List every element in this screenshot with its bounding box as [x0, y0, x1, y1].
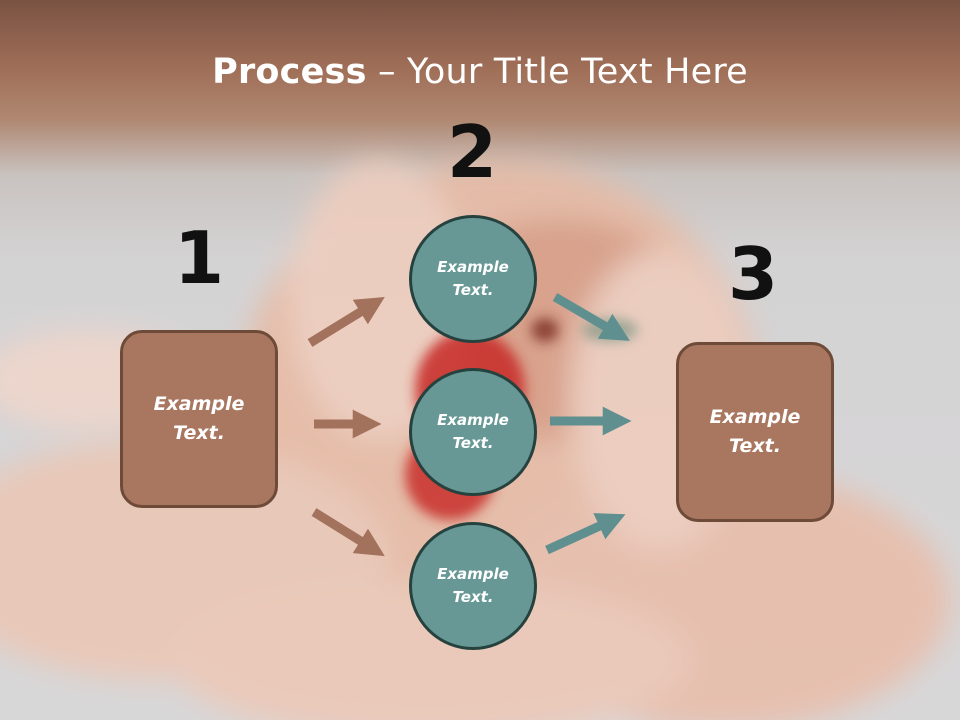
arrow-circle1-to-box3	[552, 293, 630, 341]
step-2-circle-middle: Example Text.	[409, 368, 537, 496]
step-number-1: 1	[173, 216, 225, 300]
step-2-circle-bottom: Example Text.	[409, 522, 537, 650]
arrow-circle3-to-box3	[545, 513, 626, 555]
step-number-3: 3	[727, 232, 779, 316]
step-3-box: Example Text.	[676, 342, 834, 522]
title-rest: – Your Title Text Here	[366, 52, 748, 92]
slide-title: Process – Your Title Text Here	[0, 52, 960, 92]
step-2-circle-top: Example Text.	[409, 215, 537, 343]
step-3-text: Example Text.	[709, 406, 801, 457]
circle-bottom-text: Example Text.	[437, 565, 509, 606]
title-bold: Process	[212, 52, 367, 92]
arrow-box1-to-circle1	[307, 296, 385, 347]
arrow-box1-to-circle3	[311, 508, 385, 557]
circle-top-text: Example Text.	[437, 258, 509, 299]
step-1-text: Example Text.	[153, 393, 245, 444]
step-1-box: Example Text.	[120, 330, 278, 508]
step-number-2: 2	[446, 110, 498, 194]
circle-middle-text: Example Text.	[437, 411, 509, 452]
